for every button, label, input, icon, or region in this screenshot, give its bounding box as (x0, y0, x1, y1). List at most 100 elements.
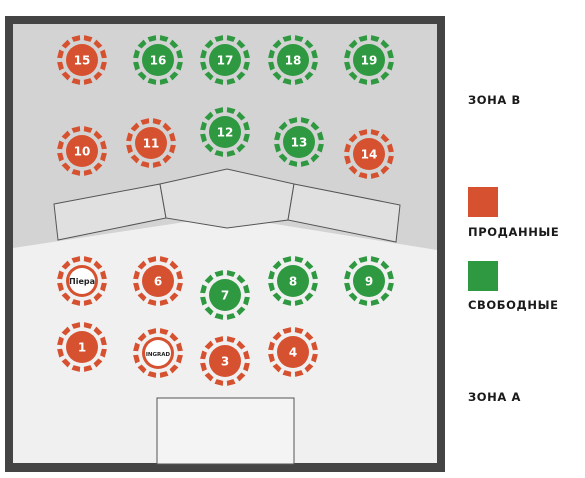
seat (380, 71, 390, 81)
seat (272, 39, 282, 49)
seat (344, 282, 351, 292)
table-9[interactable]: 9 (344, 256, 394, 306)
table-7[interactable]: 7 (200, 270, 250, 320)
seat (387, 49, 394, 59)
table-label: 4 (289, 346, 297, 360)
table-14[interactable]: 14 (344, 129, 394, 179)
seat (137, 364, 147, 374)
seat (133, 282, 140, 292)
logo-disc (69, 268, 95, 294)
table-top (142, 44, 174, 76)
seat (288, 117, 298, 124)
seat (380, 292, 390, 302)
seat (370, 172, 380, 179)
seat (83, 256, 93, 263)
seat (344, 49, 351, 59)
seat (176, 270, 183, 280)
seat (176, 61, 183, 71)
seat (304, 292, 314, 302)
seat (147, 78, 157, 85)
seat (152, 161, 162, 168)
seat (100, 282, 107, 292)
table-15[interactable]: 15 (57, 35, 107, 85)
table-top (209, 279, 241, 311)
seat (71, 365, 81, 372)
seat (278, 153, 288, 163)
table-logo-16[interactable]: INGRAD (133, 328, 183, 378)
table-label: 19 (361, 54, 378, 68)
seat (159, 371, 169, 378)
seat (176, 49, 183, 59)
seat (204, 143, 214, 153)
table-16[interactable]: 16 (133, 35, 183, 85)
seat (214, 270, 224, 277)
table-label: 12 (217, 126, 234, 140)
seat (204, 39, 214, 49)
seat (358, 256, 368, 263)
table-10[interactable]: 10 (57, 126, 107, 176)
seat (57, 336, 64, 346)
seat (358, 78, 368, 85)
table-8[interactable]: 8 (268, 256, 318, 306)
table-17[interactable]: 17 (200, 35, 250, 85)
seat (226, 379, 236, 386)
seat (147, 328, 157, 335)
seat (268, 49, 275, 59)
table-18[interactable]: 18 (268, 35, 318, 85)
seat (71, 256, 81, 263)
seat (348, 133, 358, 143)
seat (304, 71, 314, 81)
seat (310, 121, 320, 131)
seat (169, 364, 179, 374)
seat (93, 292, 103, 302)
seat (236, 143, 246, 153)
seat (83, 78, 93, 85)
seat (214, 107, 224, 114)
table-19[interactable]: 19 (344, 35, 394, 85)
table-4[interactable]: 4 (268, 327, 318, 377)
seat (311, 270, 318, 280)
seat (236, 372, 246, 382)
seat (137, 332, 147, 342)
seat (133, 49, 140, 59)
seat (272, 260, 282, 270)
table-logo-10[interactable]: Пiepa (57, 256, 107, 306)
seat (204, 274, 214, 284)
table-label: 18 (285, 54, 302, 68)
seat (126, 132, 133, 142)
seat (304, 260, 314, 270)
table-6[interactable]: 6 (133, 256, 183, 306)
seat (130, 122, 140, 132)
seat (268, 270, 275, 280)
seat (317, 143, 324, 153)
table-3[interactable]: 3 (200, 336, 250, 386)
seat (204, 340, 214, 350)
seat (169, 144, 176, 154)
seat (100, 152, 107, 162)
seat (304, 331, 314, 341)
seat (282, 35, 292, 42)
seat (387, 143, 394, 153)
table-label: 1 (78, 341, 86, 355)
table-top (277, 44, 309, 76)
seat (152, 118, 162, 125)
seat (272, 292, 282, 302)
table-1[interactable]: 1 (57, 322, 107, 372)
seat (344, 61, 351, 71)
table-12[interactable]: 12 (200, 107, 250, 157)
table-label: 13 (291, 136, 308, 150)
seat (169, 71, 179, 81)
table-13[interactable]: 13 (274, 117, 324, 167)
seat (169, 332, 179, 342)
seat (387, 155, 394, 165)
seat (83, 365, 93, 372)
seat (288, 160, 298, 167)
seat (268, 341, 275, 351)
table-11[interactable]: 11 (126, 118, 176, 168)
seat (71, 126, 81, 133)
seat (214, 313, 224, 320)
seat (133, 354, 140, 364)
seat (200, 362, 207, 372)
table-top (353, 265, 385, 297)
seat (282, 78, 292, 85)
